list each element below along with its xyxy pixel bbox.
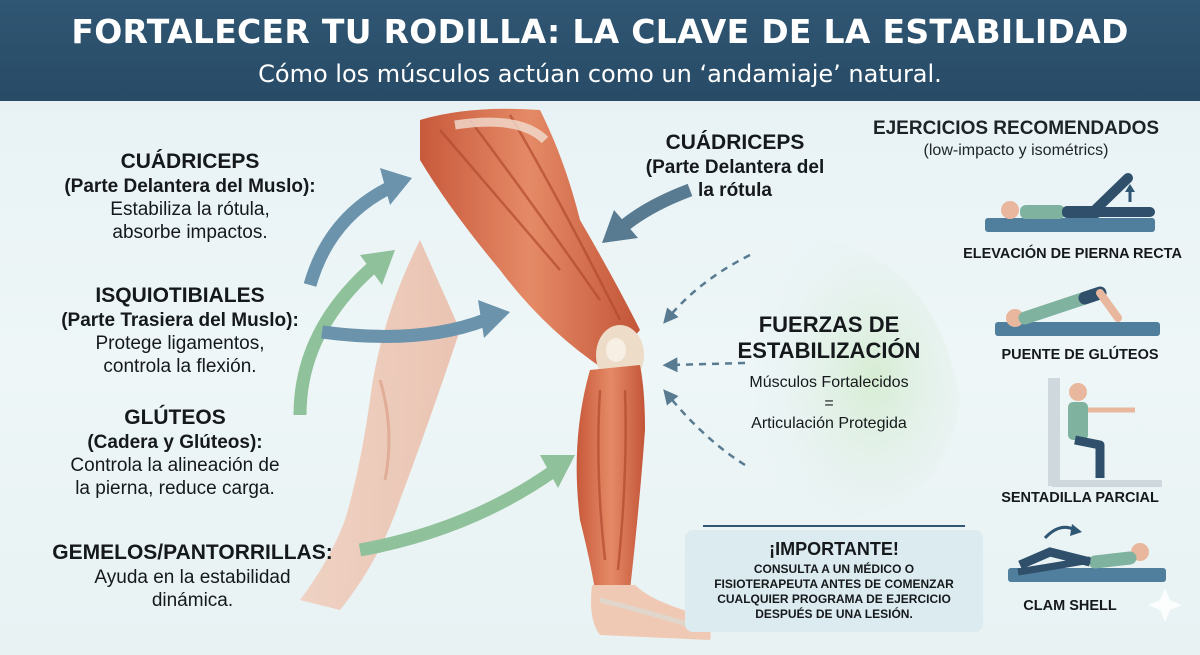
glutes-desc-1: Controla la alineación de <box>70 454 280 476</box>
calves-name: GEMELOS/PANTORRILLAS: <box>52 541 333 564</box>
arrow-calves <box>358 464 559 557</box>
forces-equals: = <box>824 394 834 412</box>
forces-line-1: Músculos Fortalecidos <box>749 373 909 391</box>
exercise-label-clam-shell: CLAM SHELL <box>1023 598 1117 614</box>
exercise-label-leg-raise: ELEVACIÓN DE PIERNA RECTA <box>963 246 1182 262</box>
dashed-arrow-top <box>663 253 751 324</box>
exercise-glute-bridge-figure <box>995 286 1160 336</box>
important-line-4: DESPUÉS DE UNA LESIÓN. <box>755 607 913 621</box>
hamstrings-name: ISQUIOTIBIALES <box>95 284 265 307</box>
quadriceps-desc-1: Estabiliza la rótula, <box>110 198 270 220</box>
quadriceps-desc-2: absorbe impactos. <box>112 221 268 243</box>
exercise-partial-squat-figure <box>1048 378 1162 487</box>
hamstrings-subtitle: (Parte Trasiera del Muslo): <box>61 309 299 331</box>
exercise-label-partial-squat: SENTADILLA PARCIAL <box>1001 490 1159 506</box>
quadriceps-subtitle: (Parte Delantera del Muslo): <box>64 175 316 197</box>
arrow-right-quadriceps <box>620 183 693 231</box>
label-hamstrings: ISQUIOTIBIALES (Parte Trasiera del Muslo… <box>30 283 330 378</box>
important-notice: ¡IMPORTANTE! CONSULTA A UN MÉDICO O FISI… <box>685 530 983 632</box>
exercise-label-glute-bridge: PUENTE DE GLÚTEOS <box>1001 347 1159 363</box>
header-banner <box>0 0 1200 101</box>
label-right-quadriceps: CUÁDRICEPS (Parte Delantera del la rótul… <box>605 130 865 202</box>
right-quadriceps-line-2: la rótula <box>698 179 772 201</box>
sparkle-icon <box>1148 588 1182 622</box>
exercises-title: EJERCICIOS RECOMENDADOS <box>872 118 1160 139</box>
arrow-glutes-green <box>293 260 380 416</box>
exercises-subtitle: (low-impacto y isométrics) <box>923 142 1109 159</box>
label-quadriceps: CUÁDRICEPS (Parte Delantera del Muslo): … <box>40 149 340 244</box>
glutes-desc-2: la pierna, reduce carga. <box>75 477 275 499</box>
exercise-leg-raise-figure <box>985 173 1155 232</box>
important-line-3: CUALQUIER PROGRAMA DE EJERCICIO <box>717 592 951 606</box>
forces-glow <box>745 233 960 523</box>
hamstrings-desc-2: controla la flexión. <box>103 355 257 377</box>
forces-line-2: Articulación Protegida <box>751 415 907 433</box>
glutes-name: GLÚTEOS <box>124 406 226 429</box>
label-calves: GEMELOS/PANTORRILLAS: Ayuda en la estabi… <box>20 540 365 612</box>
important-line-2: FISIOTERAPEUTA ANTES DE COMENZAR <box>714 577 954 591</box>
right-quadriceps-name: CUÁDRICEPS <box>665 131 805 154</box>
quadriceps-name: CUÁDRICEPS <box>120 150 260 173</box>
glutes-subtitle: (Cadera y Glúteos): <box>87 431 263 453</box>
forces-title-1: FUERZAS DE <box>758 312 900 337</box>
dashed-arrow-bottom <box>663 389 746 467</box>
calf-muscle <box>576 365 645 590</box>
right-quadriceps-line-1: (Parte Delantera del <box>645 156 825 178</box>
important-line-1: CONSULTA A UN MÉDICO O <box>753 562 915 576</box>
arrow-quadriceps <box>303 179 398 287</box>
page-subtitle: Cómo los músculos actúan como un ‘andami… <box>258 60 942 88</box>
important-title: ¡IMPORTANTE! <box>769 539 899 559</box>
important-divider <box>703 525 965 527</box>
thigh-muscle <box>420 108 640 370</box>
exercises-header: EJERCICIOS RECOMENDADOS (low-impacto y i… <box>846 118 1186 160</box>
exercise-clam-shell-figure <box>1008 524 1166 582</box>
stabilization-forces: FUERZAS DE ESTABILIZACIÓN Músculos Forta… <box>706 312 952 435</box>
hamstrings-desc-1: Protege ligamentos, <box>95 332 265 354</box>
page-title: FORTALECER TU RODILLA: LA CLAVE DE LA ES… <box>71 12 1129 51</box>
label-glutes: GLÚTEOS (Cadera y Glúteos): Controla la … <box>25 405 325 500</box>
arrow-hamstrings <box>321 313 488 343</box>
calves-desc-2: dinámica. <box>151 589 234 611</box>
calves-desc-1: Ayuda en la estabilidad <box>94 566 291 588</box>
forces-title-2: ESTABILIZACIÓN <box>737 338 921 364</box>
